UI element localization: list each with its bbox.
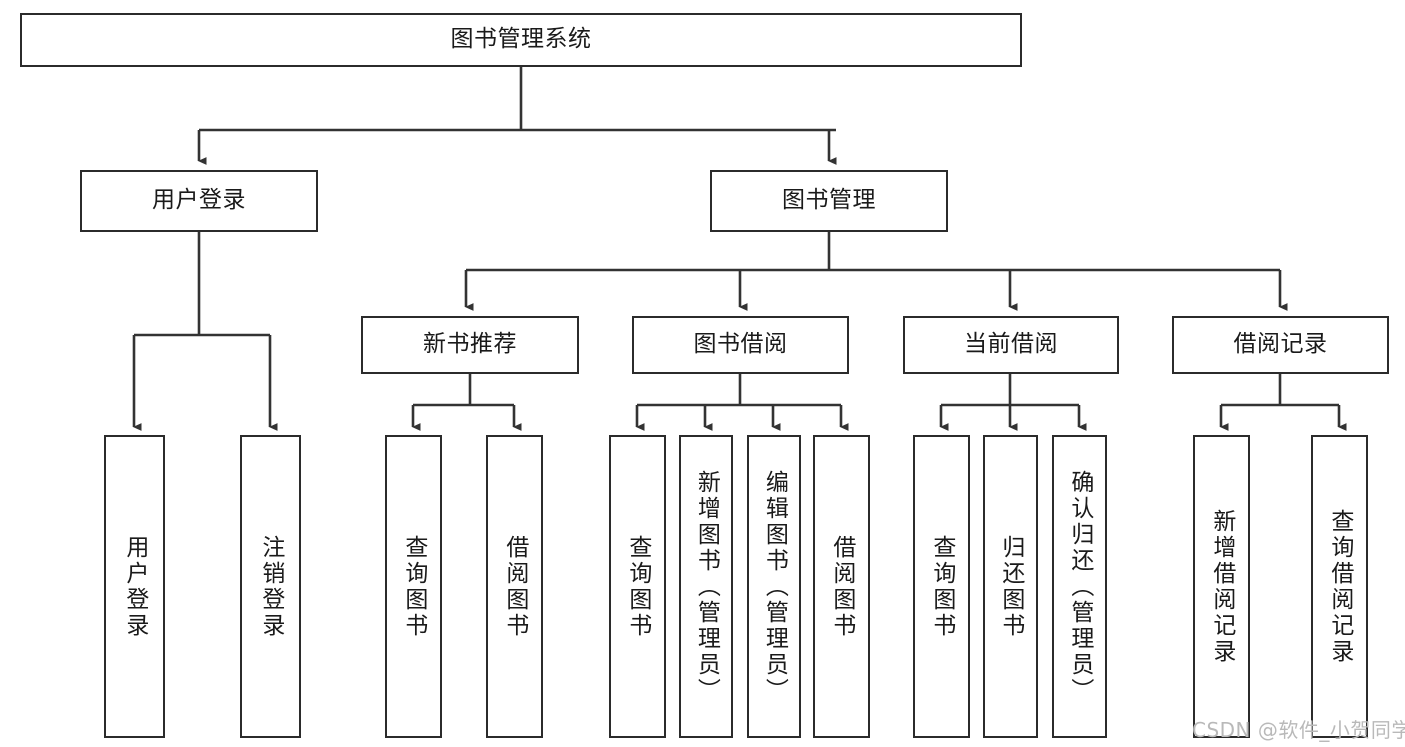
- node-borrow-record-label: 借阅记录: [1233, 331, 1328, 358]
- node-root[interactable]: 图书管理系统: [20, 13, 1022, 67]
- node-leaf-query-book-2[interactable]: 查询图书: [609, 435, 666, 738]
- node-leaf-add-record[interactable]: 新增借阅记录: [1193, 435, 1250, 738]
- node-leaf-confirm-return[interactable]: 确认归还（管理员）: [1052, 435, 1107, 738]
- node-leaf-query-book-1-label: 查询图书: [400, 534, 427, 639]
- node-leaf-edit-book-label: 编辑图书（管理员）: [761, 469, 788, 704]
- node-leaf-borrow-book-2[interactable]: 借阅图书: [813, 435, 870, 738]
- node-new-book-recommend[interactable]: 新书推荐: [361, 316, 579, 374]
- node-leaf-edit-book[interactable]: 编辑图书（管理员）: [747, 435, 801, 738]
- node-leaf-user-login-label: 用户登录: [121, 534, 148, 639]
- node-leaf-return-book[interactable]: 归还图书: [983, 435, 1038, 738]
- node-leaf-query-record-label: 查询借阅记录: [1326, 508, 1353, 665]
- node-book-manage-label: 图书管理: [782, 187, 876, 214]
- node-leaf-user-login[interactable]: 用户登录: [104, 435, 165, 738]
- node-user-login-label: 用户登录: [152, 187, 246, 214]
- node-book-borrow[interactable]: 图书借阅: [632, 316, 849, 374]
- node-leaf-query-book-1[interactable]: 查询图书: [385, 435, 442, 738]
- node-borrow-record[interactable]: 借阅记录: [1172, 316, 1389, 374]
- node-current-borrow[interactable]: 当前借阅: [903, 316, 1119, 374]
- node-leaf-logout-label: 注销登录: [257, 534, 284, 639]
- node-leaf-borrow-book-1-label: 借阅图书: [501, 534, 528, 639]
- node-leaf-add-record-label: 新增借阅记录: [1208, 508, 1235, 665]
- node-new-book-recommend-label: 新书推荐: [423, 331, 517, 358]
- node-leaf-query-book-2-label: 查询图书: [624, 534, 651, 639]
- node-leaf-borrow-book-2-label: 借阅图书: [828, 534, 855, 639]
- node-leaf-add-book[interactable]: 新增图书（管理员）: [679, 435, 733, 738]
- node-leaf-confirm-return-label: 确认归还（管理员）: [1066, 469, 1093, 704]
- node-book-borrow-label: 图书借阅: [693, 331, 788, 358]
- node-user-login[interactable]: 用户登录: [80, 170, 318, 232]
- node-root-label: 图书管理系统: [450, 26, 592, 53]
- csdn-watermark: CSDN @软件_小贺同学: [1192, 718, 1405, 742]
- node-leaf-logout[interactable]: 注销登录: [240, 435, 301, 738]
- node-leaf-query-book-3[interactable]: 查询图书: [913, 435, 970, 738]
- node-leaf-add-book-label: 新增图书（管理员）: [693, 469, 720, 704]
- node-current-borrow-label: 当前借阅: [964, 331, 1058, 358]
- node-leaf-query-book-3-label: 查询图书: [928, 534, 955, 639]
- node-leaf-borrow-book-1[interactable]: 借阅图书: [486, 435, 543, 738]
- node-leaf-return-book-label: 归还图书: [997, 534, 1024, 639]
- node-book-manage[interactable]: 图书管理: [710, 170, 948, 232]
- node-leaf-query-record[interactable]: 查询借阅记录: [1311, 435, 1368, 738]
